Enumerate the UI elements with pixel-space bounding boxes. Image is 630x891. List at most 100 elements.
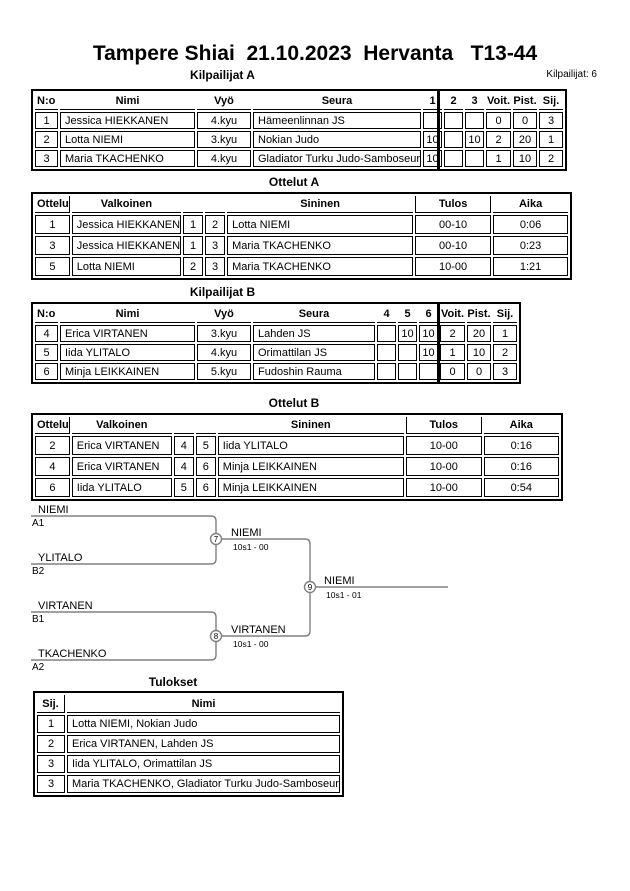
slot-seed: B2 (32, 566, 45, 577)
col-white: Valkoinen (71, 417, 172, 434)
cell-time: 1:21 (493, 257, 569, 276)
match-row: 4 Erica VIRTANEN 4 6 Minja LEIKKAINEN 10… (35, 457, 559, 476)
col-place: Sij. (493, 306, 517, 323)
col-r1: 1 (423, 93, 443, 110)
cell-wins: 2 (440, 325, 465, 342)
col-white-no (173, 417, 194, 434)
cell-match-no: 1 (35, 215, 70, 234)
cell-place: 3 (37, 755, 65, 773)
col-place: Sij. (539, 93, 564, 110)
pool-row: 4 Erica VIRTANEN 3.kyu Lahden JS 10 10 2… (35, 325, 517, 342)
slot-name: VIRTANEN (38, 600, 93, 612)
cell-white: Iida YLITALO (71, 478, 172, 497)
cell-white: Erica VIRTANEN (71, 436, 172, 455)
result-row: 2 Erica VIRTANEN, Lahden JS (37, 735, 340, 753)
pool-row: 5 Iida YLITALO 4.kyu Orimattilan JS 10 1… (35, 344, 517, 361)
cell-place: 2 (493, 344, 517, 361)
cell-belt: 3.kyu (197, 325, 251, 342)
cell-club: Fudoshin Rauma (253, 363, 375, 380)
col-blue: Sininen (217, 417, 404, 434)
cell-blue-no: 6 (195, 457, 216, 476)
cell-white-no: 4 (173, 457, 194, 476)
match-score: 10s1 - 00 (233, 639, 269, 649)
cell-place: 3 (493, 363, 517, 380)
match-number: 8 (214, 632, 219, 641)
cell-r1 (377, 325, 396, 342)
col-r2: 5 (398, 306, 417, 323)
cell-name: Erica VIRTANEN (60, 325, 195, 342)
slot-seed: A1 (32, 518, 45, 529)
pool-a-title: Kilpailijat A (190, 68, 255, 82)
matches-a-table: Ottelu Valkoinen Sininen Tulos Aika 1 Je… (31, 192, 573, 280)
col-name: Nimi (60, 93, 195, 110)
cell-r2 (444, 131, 464, 148)
cell-club: Lahden JS (253, 325, 375, 342)
matches-a-title: Ottelut A (268, 175, 320, 189)
result-row: 3 Maria TKACHENKO, Gladiator Turku Judo-… (37, 775, 340, 793)
pool-row: 6 Minja LEIKKAINEN 5.kyu Fudoshin Rauma … (35, 363, 517, 380)
cell-points: 20 (513, 131, 538, 148)
result-row: 1 Lotta NIEMI, Nokian Judo (37, 715, 340, 733)
cell-r2 (444, 112, 464, 129)
match-score: 10s1 - 00 (233, 542, 269, 552)
col-r3: 6 (419, 306, 438, 323)
cell-blue: Maria TKACHENKO (227, 257, 414, 276)
cell-blue: Lotta NIEMI (227, 215, 414, 234)
match-7-circle (209, 532, 223, 546)
col-match: Ottelu (35, 196, 70, 213)
cell-blue-no: 3 (205, 257, 226, 276)
competitor-count: Kilpailijat: 6 (546, 69, 597, 80)
col-r3: 3 (465, 93, 485, 110)
col-wins: Voit. (486, 93, 512, 110)
col-time: Aika (493, 196, 569, 213)
cell-white: Jessica HIEKKANEN (71, 215, 182, 234)
pool-b-header-row: N:o Nimi Vyö Seura 4 5 6 Voit. Pist. Sij… (35, 306, 517, 323)
cell-belt: 4.kyu (197, 112, 251, 129)
cell-blue-no: 5 (195, 436, 216, 455)
pool-row: 1 Jessica HIEKKANEN 4.kyu Hämeenlinnan J… (35, 112, 564, 129)
pool-b-table: N:o Nimi Vyö Seura 4 5 6 Voit. Pist. Sij… (31, 302, 521, 384)
cell-name: Minja LEIKKAINEN (60, 363, 195, 380)
cell-place: 2 (37, 735, 65, 753)
cell-belt: 5.kyu (197, 363, 251, 380)
cell-result: 10-00 (405, 478, 482, 497)
cell-club: Gladiator Turku Judo-Samboseur (253, 150, 422, 167)
cell-blue-no: 6 (195, 478, 216, 497)
cell-match-no: 4 (35, 457, 70, 476)
cell-name: Jessica HIEKKANEN (60, 112, 195, 129)
cell-no: 1 (35, 112, 58, 129)
cell-no: 5 (35, 344, 58, 361)
col-blue-no (205, 196, 226, 213)
slot-name: NIEMI (38, 504, 69, 516)
pool-row: 2 Lotta NIEMI 3.kyu Nokian Judo 10 10 2 … (35, 131, 564, 148)
cell-belt: 3.kyu (197, 131, 251, 148)
cell-white-no: 5 (173, 478, 194, 497)
col-club: Seura (253, 93, 422, 110)
col-blue-no (195, 417, 216, 434)
slot-name: TKACHENKO (38, 648, 107, 660)
cell-points: 10 (467, 344, 491, 361)
cell-result: 10-00 (405, 436, 482, 455)
matches-b-table: Ottelu Valkoinen Sininen Tulos Aika 2 Er… (31, 413, 563, 501)
col-wins: Voit. (440, 306, 465, 323)
cell-blue-no: 3 (205, 236, 226, 255)
col-place: Sij. (37, 695, 65, 713)
col-no: N:o (35, 93, 58, 110)
cell-time: 0:23 (493, 236, 569, 255)
cell-no: 3 (35, 150, 58, 167)
cell-club: Hämeenlinnan JS (253, 112, 422, 129)
cell-name: Iida YLITALO, Orimattilan JS (67, 755, 340, 773)
cell-club: Orimattilan JS (253, 344, 375, 361)
cell-r1 (423, 112, 443, 129)
pool-b-title: Kilpailijat B (189, 285, 256, 299)
cell-wins: 0 (440, 363, 465, 380)
cell-r3: 10 (419, 325, 438, 342)
cell-time: 0:06 (493, 215, 569, 234)
cell-name: Lotta NIEMI, Nokian Judo (67, 715, 340, 733)
cell-place: 3 (37, 775, 65, 793)
match-row: 1 Jessica HIEKKANEN 1 2 Lotta NIEMI 00-1… (35, 215, 569, 234)
matches-a-header-row: Ottelu Valkoinen Sininen Tulos Aika (35, 196, 569, 213)
cell-r3: 10 (419, 344, 438, 361)
col-time: Aika (483, 417, 559, 434)
